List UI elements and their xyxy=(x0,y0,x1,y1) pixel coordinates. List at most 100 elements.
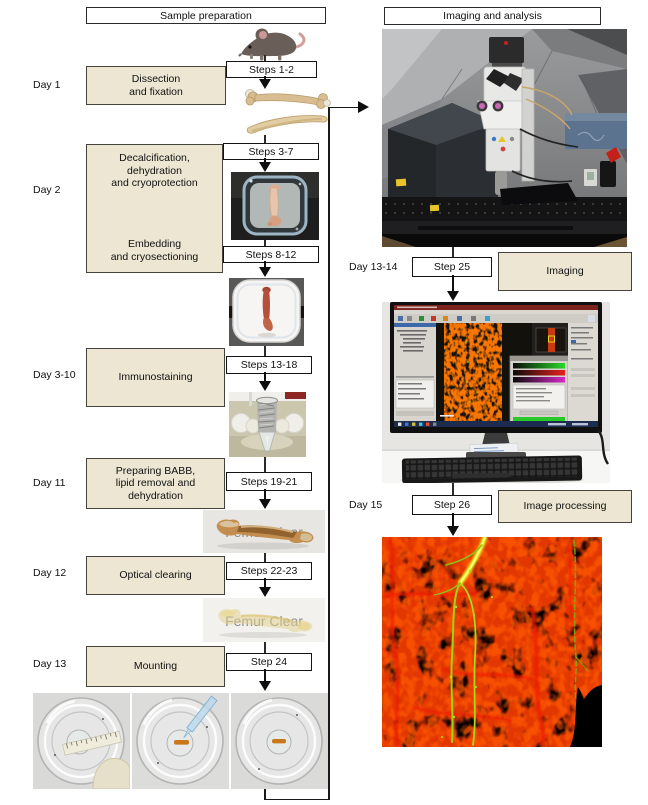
day-11-label: Day 11 xyxy=(33,477,66,489)
day-13-label: Day 13 xyxy=(33,658,67,670)
connector-monitor-step26 xyxy=(452,483,454,495)
babb-line3: dehydration xyxy=(128,489,183,502)
decal-line1: Decalcification, xyxy=(119,152,190,164)
left-column-header-label: Sample preparation xyxy=(160,9,252,22)
stage-dissection-line1: Dissection xyxy=(131,73,181,85)
steps-13-18-box: Steps 13-18 xyxy=(226,356,312,374)
stage-embed-text: Embedding and cryosectioning xyxy=(111,238,199,263)
staining-tube-photo xyxy=(229,392,306,457)
steps-3-7-box: Steps 3-7 xyxy=(223,143,319,160)
day-15-label: Day 15 xyxy=(349,499,383,511)
connector-cryomold-steps8 xyxy=(264,240,266,246)
stage-decal-text: Decalcification, dehydration and cryopro… xyxy=(111,152,197,190)
steps-22-23-label: Steps 22-23 xyxy=(240,565,298,577)
stage-image-processing-box: Image processing xyxy=(498,490,632,523)
stage-dissection-box: Dissection and fixation xyxy=(86,66,226,105)
arrow-down-3 xyxy=(258,267,271,277)
arrow-down-4 xyxy=(258,381,271,391)
stage-decal-embed-box: Decalcification, dehydration and cryopro… xyxy=(86,144,223,273)
femur-before-clearing-photo: Femur Clear xyxy=(203,510,325,553)
arrow-shaft xyxy=(451,513,455,527)
embed-line1: Embedding xyxy=(127,238,182,250)
decal-line3: and cryoprotection xyxy=(111,177,198,189)
mounting-dish-photo-pipette xyxy=(132,693,229,789)
arrow-shaft xyxy=(263,669,267,682)
day-12-label: Day 12 xyxy=(33,567,67,579)
right-column-header: Imaging and analysis xyxy=(384,7,601,25)
decal-line2: dehydration xyxy=(127,164,182,177)
stage-dissection-line2: and fixation xyxy=(129,85,183,98)
day-2-label: Day 2 xyxy=(33,184,61,196)
babb-line1: Preparing BABB, xyxy=(115,464,196,477)
babb-line2: lipid removal and xyxy=(115,477,196,490)
connector-scope-step25 xyxy=(452,247,454,257)
stage-immunostaining-box: Immunostaining xyxy=(86,348,225,407)
stage-imaging-box: Imaging xyxy=(498,252,632,291)
arrow-down-8 xyxy=(446,291,459,301)
mouse-icon xyxy=(238,28,306,61)
step-24-box: Step 24 xyxy=(226,653,312,671)
microscope-photo xyxy=(382,29,627,247)
steps-22-23-box: Steps 22-23 xyxy=(226,562,312,580)
cryomold-photo xyxy=(231,172,319,240)
loop-connector-bottom xyxy=(264,798,330,801)
embed-line2: and cryosectioning xyxy=(110,250,199,263)
loop-connector-stub xyxy=(264,789,266,800)
arrow-shaft xyxy=(263,76,267,81)
connector-femur2-step24 xyxy=(264,642,266,653)
tibia-bone-icon xyxy=(246,115,328,134)
arrow-down-5 xyxy=(258,499,271,509)
arrow-shaft xyxy=(451,275,455,292)
day-3-10-label: Day 3-10 xyxy=(33,369,76,381)
arrow-shaft xyxy=(263,372,267,382)
mounting-dish-photo-final xyxy=(231,693,328,789)
arrow-down-6 xyxy=(258,587,271,597)
arrow-shaft xyxy=(263,578,267,588)
step-25-box: Step 25 xyxy=(412,257,492,277)
arrow-shaft xyxy=(263,489,267,500)
steps-19-21-box: Steps 19-21 xyxy=(226,472,312,491)
femur-bone-icon xyxy=(245,89,331,109)
stage-mounting-label: Mounting xyxy=(133,660,178,673)
arrow-down-7 xyxy=(258,681,271,691)
connector-bones-steps3 xyxy=(264,135,266,143)
arrow-down-1 xyxy=(258,79,271,89)
steps-1-2-label: Steps 1-2 xyxy=(249,63,294,76)
mounting-dish-photo-ruler xyxy=(33,693,130,789)
right-column-header-label: Imaging and analysis xyxy=(443,10,542,22)
step-25-label: Step 25 xyxy=(433,261,471,273)
step-26-label: Step 26 xyxy=(433,499,471,511)
stage-babb-box: Preparing BABB, lipid removal and dehydr… xyxy=(86,458,225,509)
stage-immunostaining-label: Immunostaining xyxy=(118,371,193,384)
steps-1-2-box: Steps 1-2 xyxy=(226,61,317,78)
connector-block-steps13 xyxy=(264,346,266,356)
steps-8-12-box: Steps 8-12 xyxy=(223,246,319,263)
steps-19-21-label: Steps 19-21 xyxy=(240,475,298,488)
workstation-photo xyxy=(382,302,610,483)
stage-optical-clearing-label: Optical clearing xyxy=(119,569,192,582)
steps-3-7-label: Steps 3-7 xyxy=(248,145,294,158)
femur-cleared-photo: Femur Clear xyxy=(203,598,325,642)
connector-mouse-steps1 xyxy=(264,55,266,61)
arrow-down-2 xyxy=(258,162,271,172)
fluorescence-image xyxy=(382,537,602,747)
arrow-down-9 xyxy=(446,526,459,536)
connector-tube-steps19 xyxy=(264,457,266,472)
day-1-label: Day 1 xyxy=(33,79,61,91)
stage-image-processing-label: Image processing xyxy=(523,500,607,513)
day-13-14-label: Day 13-14 xyxy=(349,261,398,273)
stage-imaging-label: Imaging xyxy=(546,265,584,278)
arrow-shaft xyxy=(263,158,267,163)
connector-femur1-steps22 xyxy=(264,553,266,562)
arrow-shaft xyxy=(263,261,267,268)
arrow-right-to-imaging xyxy=(358,100,369,113)
step-24-label: Step 24 xyxy=(250,656,288,668)
left-column-header: Sample preparation xyxy=(86,7,326,24)
loop-connector-top xyxy=(329,106,359,109)
oct-block-photo xyxy=(229,278,304,346)
steps-8-12-label: Steps 8-12 xyxy=(245,248,297,261)
stage-optical-clearing-box: Optical clearing xyxy=(86,556,225,595)
step-26-box: Step 26 xyxy=(412,495,492,515)
stage-mounting-box: Mounting xyxy=(86,646,225,687)
